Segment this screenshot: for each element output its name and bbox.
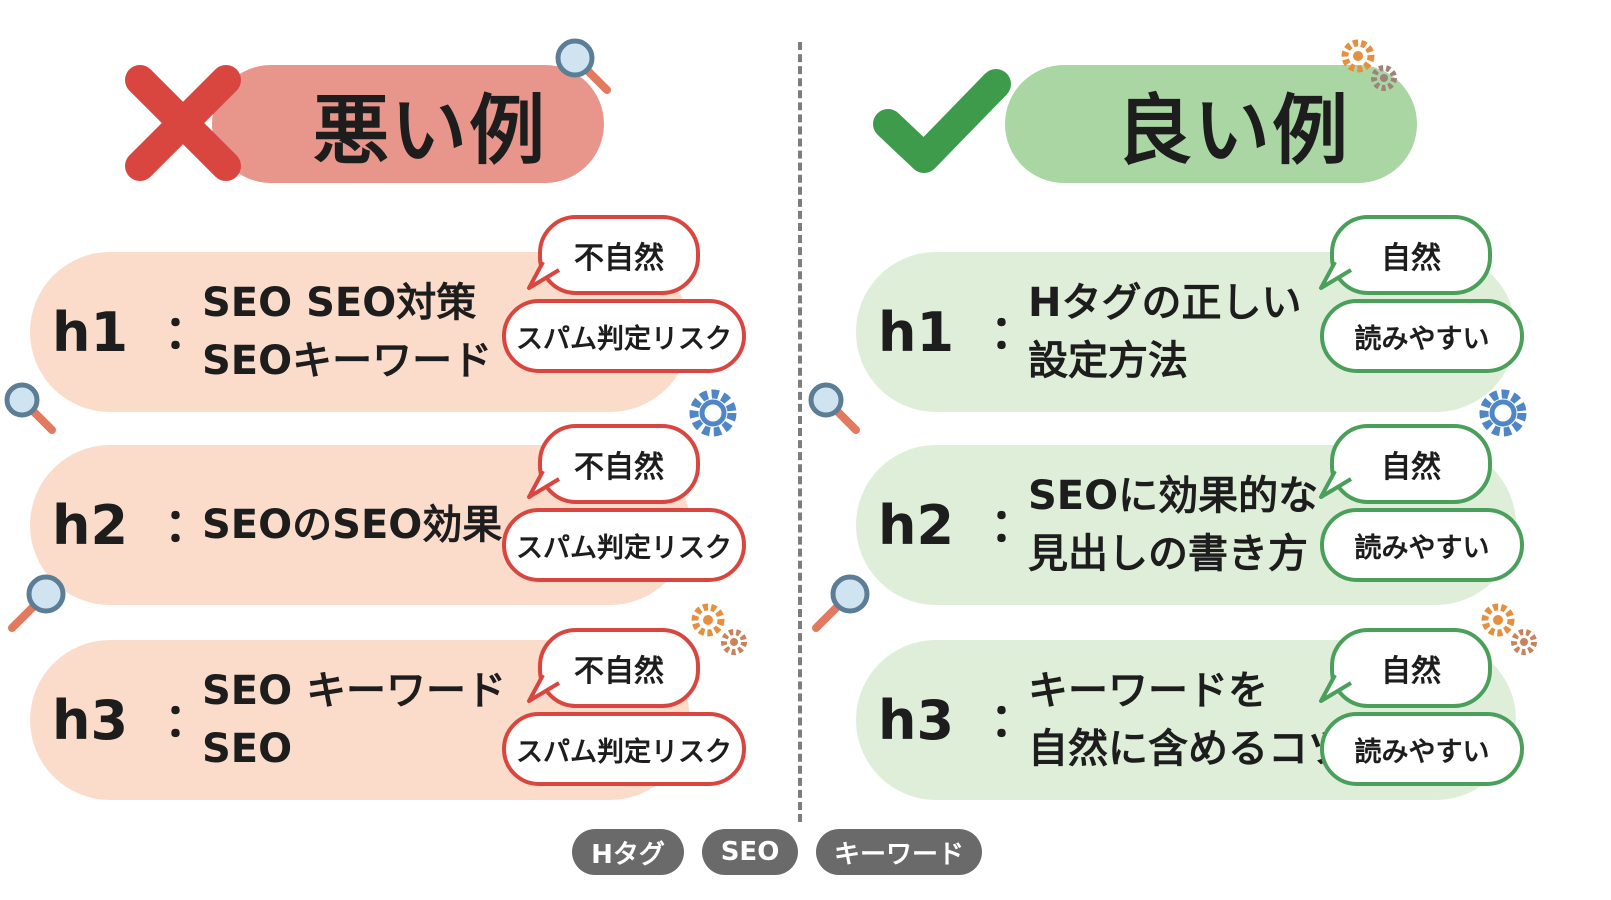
tag-separator: ： (990, 498, 1036, 552)
cross-mark-icon (125, 65, 241, 181)
note-bubble-bottom: スパム判定リスク (502, 508, 746, 582)
bad-example-title: 悪い例 (313, 86, 547, 175)
note-bubble-bottom: スパム判定リスク (502, 712, 746, 786)
note-bubble-top: 自然 (1330, 215, 1492, 295)
note-bubble-top: 不自然 (538, 628, 700, 708)
heading-tag: h2 (52, 493, 129, 557)
bubble-tail (1319, 674, 1353, 703)
gears-icon (1481, 603, 1537, 655)
heading-tag: h1 (52, 300, 129, 364)
note-label: 読みやすい (1354, 323, 1490, 355)
note-bubble-bottom: 読みやすい (1320, 712, 1524, 786)
tag-separator: ： (990, 693, 1036, 747)
check-mark-icon (873, 69, 1011, 173)
note-bubble-top: 自然 (1330, 628, 1492, 708)
bad-example-header: 悪い例 (212, 65, 604, 183)
note-bubble-top: 不自然 (538, 424, 700, 504)
heading-tag: h2 (878, 493, 955, 557)
gears-icon (691, 603, 747, 655)
note-label: 不自然 (574, 450, 664, 485)
good-example-title: 良い例 (1116, 86, 1350, 175)
heading-tag: h3 (52, 688, 129, 752)
bubble-tail (1319, 470, 1353, 499)
bubble-tail (527, 470, 561, 499)
center-divider (798, 42, 802, 822)
heading-text: SEO キーワード SEO (202, 668, 507, 772)
note-bubble-top: 自然 (1330, 424, 1492, 504)
magnifier-icon (8, 574, 66, 632)
note-label: 読みやすい (1354, 736, 1490, 768)
heading-text: SEOのSEO効果 (202, 502, 503, 548)
note-bubble-top: 不自然 (538, 215, 700, 295)
bubble-tail (527, 261, 561, 290)
good-example-header: 良い例 (1005, 65, 1417, 183)
keyword-chip-htag: Hタグ (572, 829, 684, 875)
note-label: 自然 (1381, 654, 1441, 689)
magnifier-icon (812, 574, 870, 632)
magnifier-icon (808, 382, 860, 434)
note-label: 自然 (1381, 241, 1441, 276)
note-label: 読みやすい (1354, 532, 1490, 564)
chip-label: キーワード (833, 839, 964, 870)
heading-text: SEO SEO対策 SEOキーワード (202, 280, 493, 384)
note-label: スパム判定リスク (516, 323, 732, 355)
heading-tag: h1 (878, 300, 955, 364)
note-label: 不自然 (574, 241, 664, 276)
note-label: スパム判定リスク (516, 736, 732, 768)
keyword-chip-keyword: キーワード (816, 829, 982, 875)
tag-separator: ： (164, 693, 210, 747)
heading-text: SEOに効果的な 見出しの書き方 (1028, 473, 1319, 577)
gear-icon (689, 389, 737, 437)
chip-label: SEO (720, 837, 780, 867)
magnifier-icon (4, 382, 56, 434)
note-label: スパム判定リスク (516, 532, 732, 564)
note-bubble-bottom: スパム判定リスク (502, 299, 746, 373)
keyword-chip-seo: SEO (702, 829, 798, 875)
heading-text: キーワードを 自然に含めるコツ (1028, 668, 1348, 772)
heading-text: Hタグの正しい 設定方法 (1028, 280, 1302, 384)
bubble-tail (1319, 261, 1353, 290)
chip-label: Hタグ (591, 839, 665, 870)
tag-separator: ： (164, 498, 210, 552)
note-bubble-bottom: 読みやすい (1320, 508, 1524, 582)
gears-icon (1341, 39, 1397, 91)
tag-separator: ： (990, 305, 1036, 359)
magnifier-icon (555, 38, 611, 94)
tag-separator: ： (164, 305, 210, 359)
note-bubble-bottom: 読みやすい (1320, 299, 1524, 373)
gear-icon (1479, 389, 1527, 437)
note-label: 不自然 (574, 654, 664, 689)
note-label: 自然 (1381, 450, 1441, 485)
heading-tag: h3 (878, 688, 955, 752)
bubble-tail (527, 674, 561, 703)
